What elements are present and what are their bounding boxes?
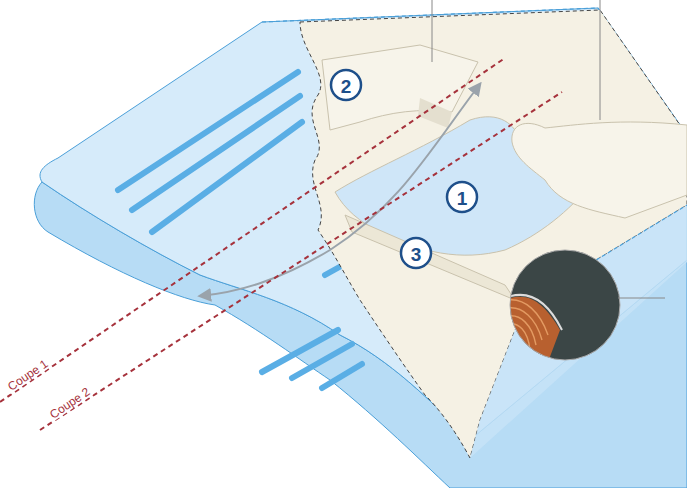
callout-number: 3 [411, 245, 422, 264]
section-label: Coupe 2 [46, 384, 94, 422]
callout-number: 2 [341, 77, 352, 96]
callout-number: 1 [457, 189, 468, 208]
section-label: Coupe 1 [4, 356, 52, 394]
